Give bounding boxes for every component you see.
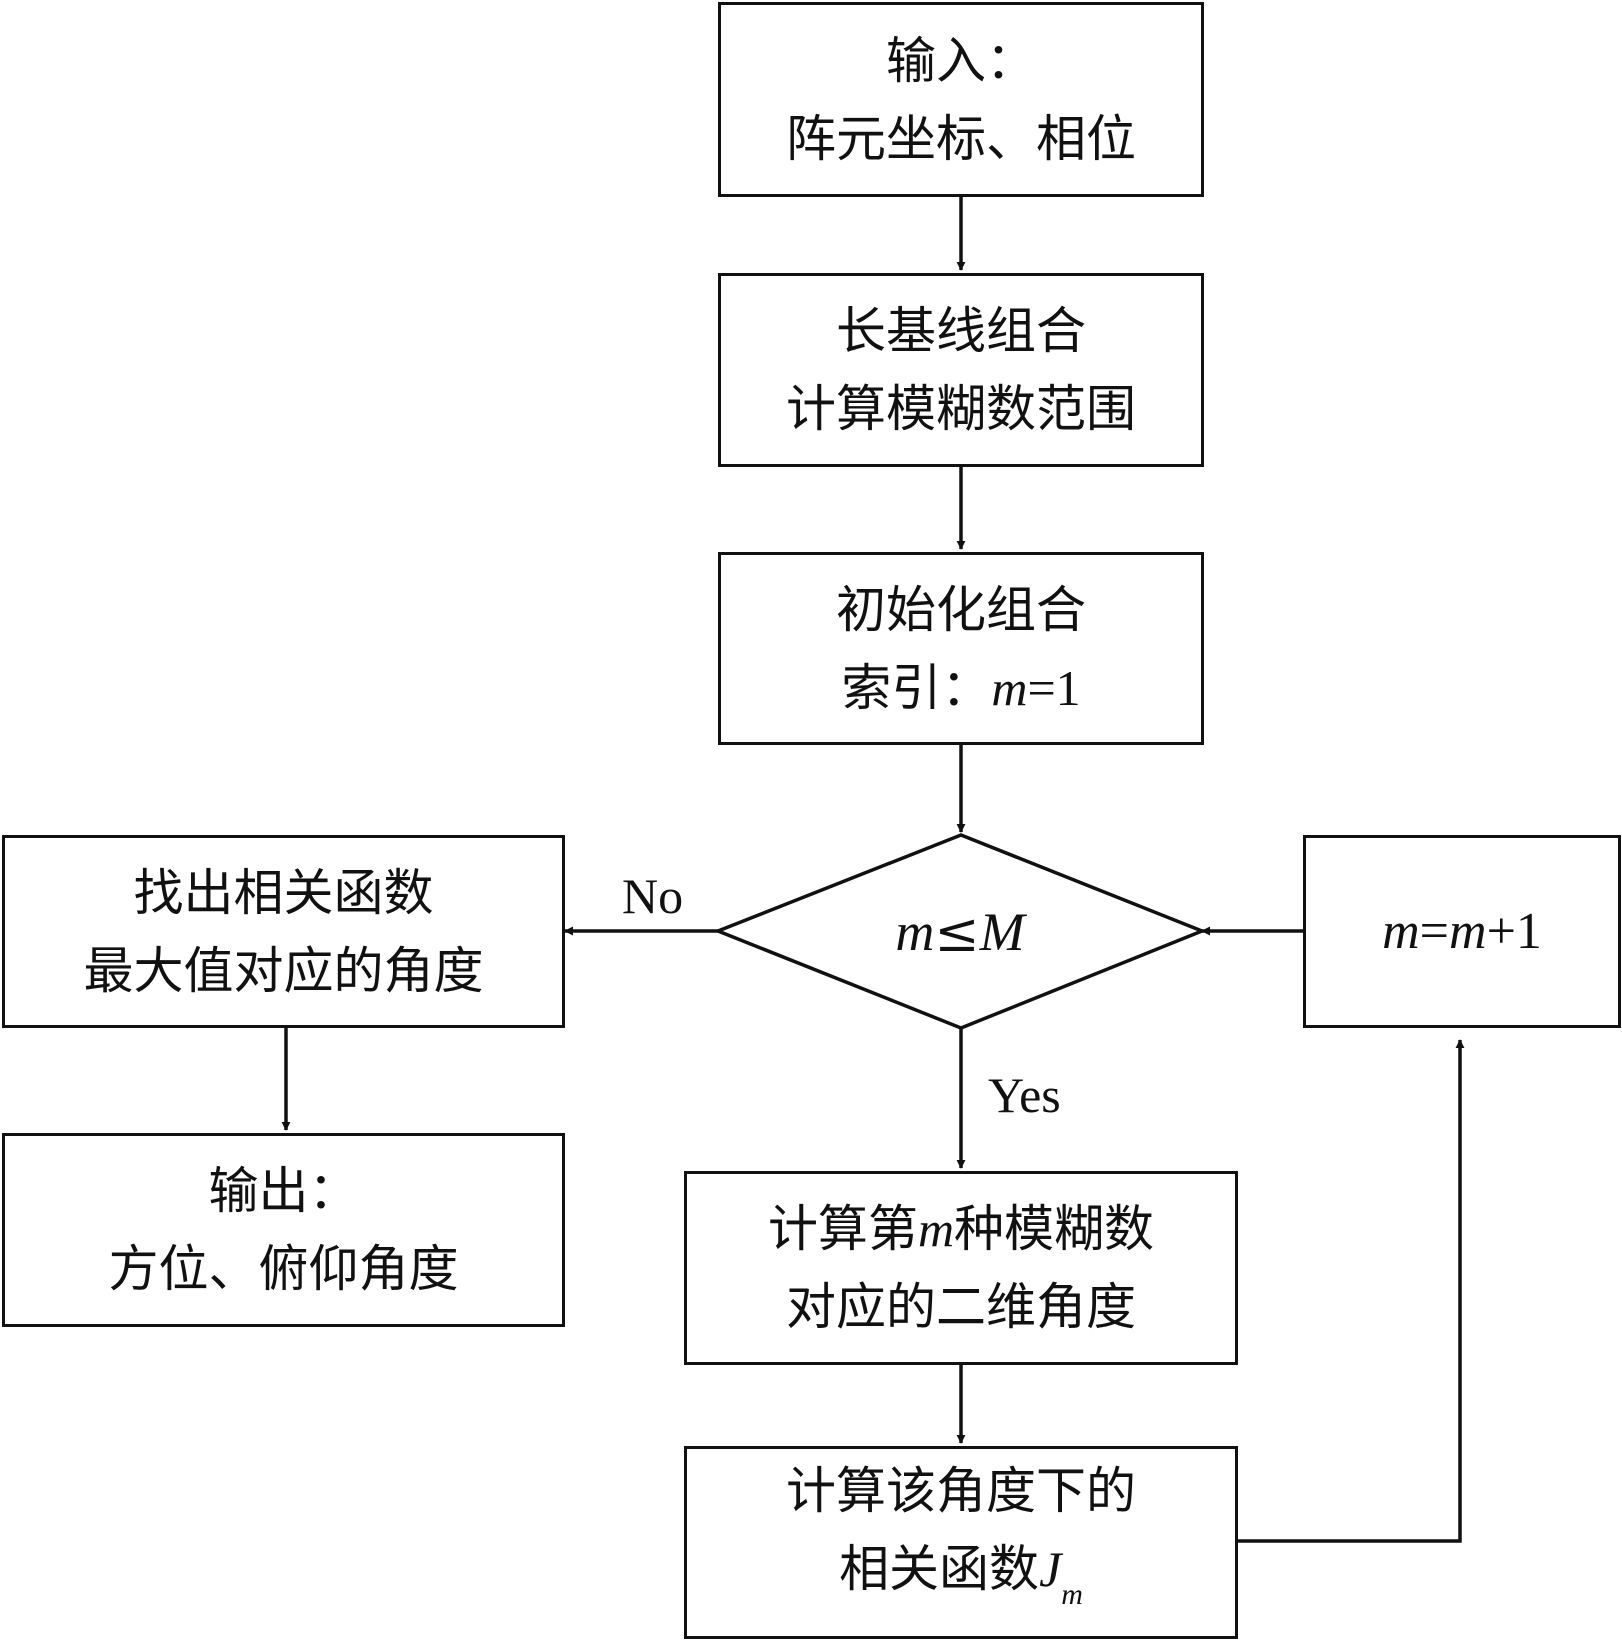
init-suffix: =1 (1027, 659, 1081, 716)
init-var-m: m (991, 659, 1028, 716)
baseline-line2: 计算模糊数范围 (786, 380, 1136, 438)
increment-node: m=m+1 (1303, 835, 1621, 1028)
increment-var1: m (1382, 903, 1420, 960)
input-line2: 阵元坐标、相位 (786, 109, 1136, 168)
compute-corr-line1: 计算该角度下的 (786, 1461, 1136, 1520)
init-prefix: 索引： (841, 658, 992, 717)
compute-corr-sub-m: m (1061, 1577, 1083, 1611)
init-node: 初始化组合 索引：m=1 (718, 552, 1204, 745)
compute-angle-prefix: 计算第 (767, 1200, 918, 1258)
output-line1: 输出： (208, 1162, 359, 1220)
find-max-node: 找出相关函数 最大值对应的角度 (2, 835, 565, 1028)
decision-var-M: M (979, 902, 1025, 962)
increment-suffix: +1 (1486, 903, 1542, 960)
compute-corr-prefix: 相关函数 (839, 1539, 1040, 1598)
input-node: 输入： 阵元坐标、相位 (718, 2, 1204, 197)
increment-text: m=m+1 (1382, 892, 1542, 971)
decision-label: m≤M (760, 896, 1160, 968)
baseline-line1: 长基线组合 (836, 302, 1086, 360)
decision-var-m: m (895, 902, 935, 962)
compute-angle-var-m: m (917, 1201, 955, 1257)
output-line2: 方位、俯仰角度 (108, 1240, 459, 1298)
increment-eq: = (1419, 903, 1449, 960)
init-line2: 索引：m=1 (841, 649, 1080, 727)
compute-angle-suffix: 种模糊数 (954, 1200, 1155, 1258)
find-max-line1: 找出相关函数 (133, 863, 434, 922)
decision-diamond (713, 833, 1207, 1030)
decision-operator: ≤ (934, 900, 980, 964)
input-line1: 输入： (886, 31, 1036, 90)
increment-var2: m (1449, 903, 1487, 960)
compute-angle-line2: 对应的二维角度 (786, 1278, 1136, 1336)
find-max-line2: 最大值对应的角度 (83, 941, 484, 1000)
compute-corr-var-J: J (1039, 1540, 1062, 1597)
init-line1: 初始化组合 (836, 580, 1086, 639)
output-node: 输出： 方位、俯仰角度 (2, 1133, 565, 1327)
arrow-corr-to-increment (1238, 1039, 1465, 1543)
compute-angle-node: 计算第m种模糊数 对应的二维角度 (684, 1171, 1238, 1365)
baseline-node: 长基线组合 计算模糊数范围 (718, 273, 1204, 467)
edge-label-yes: Yes (988, 1067, 1061, 1123)
compute-corr-node: 计算该角度下的 相关函数Jm (684, 1446, 1238, 1639)
compute-angle-line1: 计算第m种模糊数 (768, 1190, 1154, 1268)
compute-corr-line2: 相关函数Jm (839, 1530, 1083, 1634)
edge-label-no: No (622, 868, 684, 924)
